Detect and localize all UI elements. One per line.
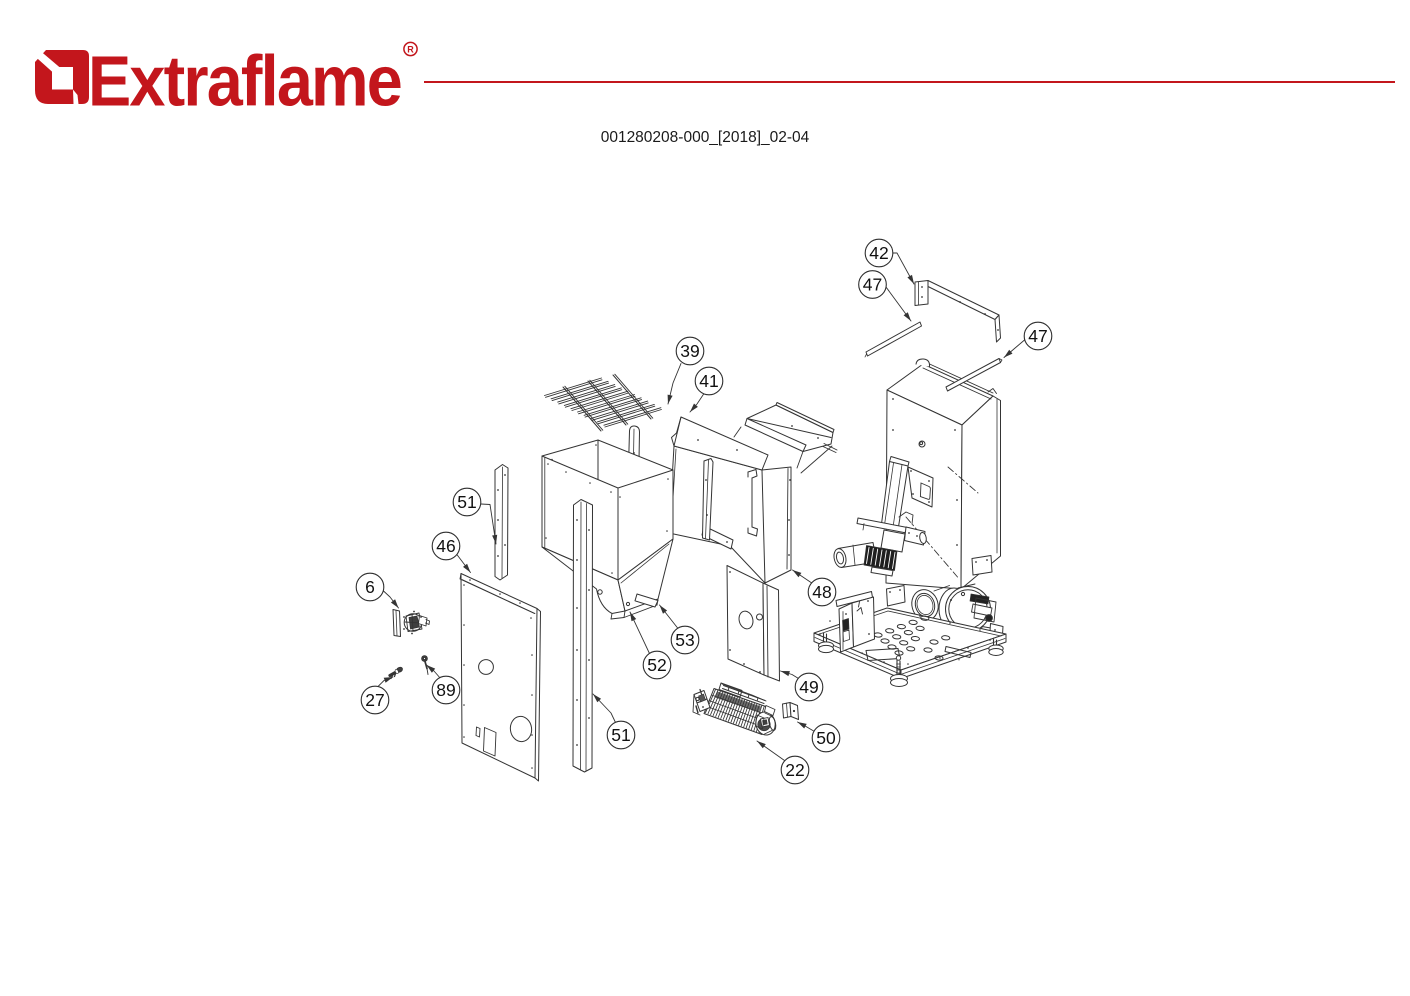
svg-text:89: 89 [436,680,455,700]
svg-text:42: 42 [869,243,888,263]
svg-text:39: 39 [680,341,699,361]
svg-text:53: 53 [675,630,694,650]
svg-text:50: 50 [816,728,836,748]
svg-text:41: 41 [699,371,718,391]
svg-text:27: 27 [365,690,384,710]
svg-text:52: 52 [647,655,666,675]
svg-text:47: 47 [1028,326,1047,346]
svg-text:6: 6 [365,577,375,597]
svg-text:49: 49 [799,677,818,697]
svg-text:22: 22 [785,760,804,780]
svg-text:51: 51 [611,725,630,745]
svg-text:46: 46 [436,536,455,556]
svg-text:001280208-000_[2018]_02-04: 001280208-000_[2018]_02-04 [601,129,810,146]
svg-text:Extraflame: Extraflame [88,43,401,122]
svg-text:47: 47 [863,275,882,295]
svg-text:48: 48 [812,582,831,602]
svg-text:R: R [407,45,414,55]
svg-text:51: 51 [457,492,476,512]
